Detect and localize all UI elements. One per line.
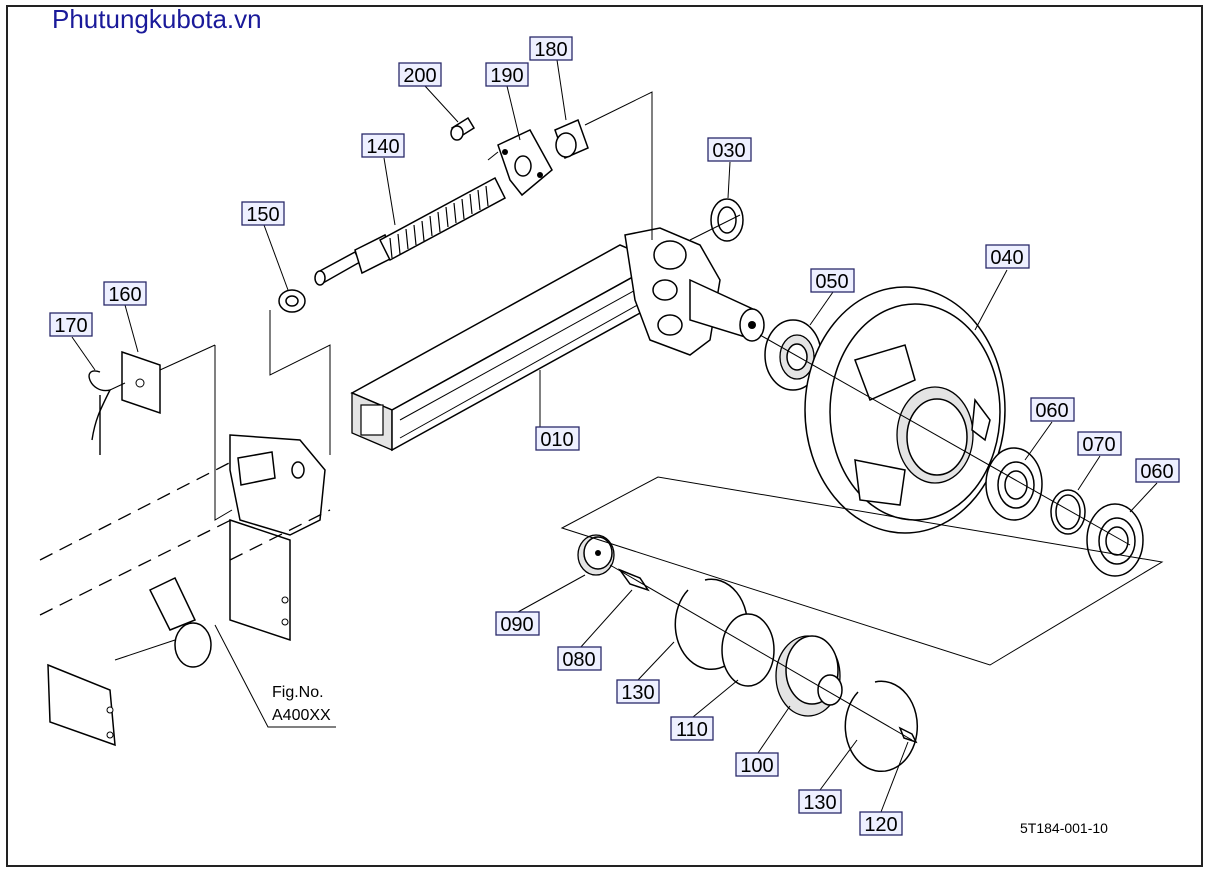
callout-180-label: 180 [534, 39, 567, 61]
callout-070-label: 070 [1082, 434, 1115, 456]
callout-160[interactable]: 160 [103, 281, 147, 306]
callout-140[interactable]: 140 [361, 133, 405, 158]
callout-080-label: 080 [562, 649, 595, 671]
idler-wheel-040-drawing [804, 286, 1006, 534]
callout-110-label: 110 [676, 719, 708, 741]
assembly-lines [39, 91, 1164, 741]
callout-150-label: 150 [246, 204, 279, 226]
callout-130b[interactable]: 130 [798, 789, 842, 814]
callout-100-label: 100 [740, 755, 773, 777]
site-title: Phutungkubota.vn [52, 4, 262, 34]
arm-head-drawing [624, 227, 765, 356]
callout-080[interactable]: 080 [557, 646, 602, 671]
fig-reference[interactable]: Fig.No. A400XX [272, 684, 331, 724]
fig-reference-line2: A400XX [272, 707, 331, 724]
seal-050-drawing [764, 319, 822, 391]
callout-130a[interactable]: 130 [616, 679, 660, 704]
callout-140-label: 140 [366, 136, 399, 158]
callout-060a[interactable]: 060 [1030, 397, 1075, 422]
seal-030-drawing [710, 198, 744, 242]
callout-060b[interactable]: 060 [1135, 458, 1180, 483]
callout-010-label: 010 [540, 429, 573, 451]
callout-170[interactable]: 170 [49, 312, 93, 337]
callout-010[interactable]: 010 [535, 426, 580, 451]
callout-120-label: 120 [864, 814, 897, 836]
adjust-rod-drawing [314, 176, 506, 286]
callout-200[interactable]: 200 [398, 62, 442, 87]
callout-100[interactable]: 100 [735, 752, 779, 777]
bolt-200-drawing [450, 116, 476, 141]
hub-100-drawing [775, 635, 843, 717]
callout-070[interactable]: 070 [1077, 431, 1122, 456]
o-ring-110-drawing [721, 613, 775, 687]
callouts: 180 200 190 140 030 150 040 160 050 170 … [49, 36, 1180, 836]
arm-tube-drawing [350, 244, 662, 452]
callout-050-label: 050 [815, 271, 848, 293]
bearing-060a-drawing [985, 447, 1043, 521]
callout-050[interactable]: 050 [810, 268, 855, 293]
callout-060b-label: 060 [1140, 461, 1173, 483]
callout-150[interactable]: 150 [241, 201, 285, 226]
mount-bracket-drawing [229, 434, 326, 642]
drawing-code: 5T184-001-10 [1020, 820, 1108, 836]
callout-190-label: 190 [490, 65, 523, 87]
callout-180[interactable]: 180 [529, 36, 573, 61]
plate-190-drawing [497, 129, 553, 197]
callout-130a-label: 130 [621, 682, 654, 704]
snap-ring-130b-drawing [844, 680, 919, 773]
callout-040[interactable]: 040 [985, 244, 1030, 269]
callout-030-label: 030 [712, 140, 745, 162]
callout-130b-label: 130 [803, 792, 836, 814]
bearing-060b-drawing [1086, 503, 1144, 577]
callout-090[interactable]: 090 [495, 611, 540, 636]
lower-left-parts-drawing [47, 576, 212, 747]
callout-120[interactable]: 120 [859, 811, 903, 836]
nut-180-drawing [554, 118, 589, 160]
callout-110[interactable]: 110 [670, 716, 714, 741]
drawing-frame [6, 5, 1203, 867]
cap-090-drawing [577, 534, 615, 576]
callout-200-label: 200 [403, 65, 436, 87]
callout-040-label: 040 [990, 247, 1023, 269]
pin-170-drawing [88, 370, 112, 455]
callout-030[interactable]: 030 [707, 137, 752, 162]
leader-lines [71, 59, 1158, 813]
callout-160-label: 160 [108, 284, 141, 306]
callout-090-label: 090 [500, 614, 533, 636]
part-drawings [47, 116, 1144, 773]
callout-170-label: 170 [54, 315, 87, 337]
callout-060a-label: 060 [1035, 400, 1068, 422]
plate-160-drawing [121, 350, 161, 415]
callout-190[interactable]: 190 [485, 62, 529, 87]
fig-reference-line1: Fig.No. [272, 684, 324, 701]
